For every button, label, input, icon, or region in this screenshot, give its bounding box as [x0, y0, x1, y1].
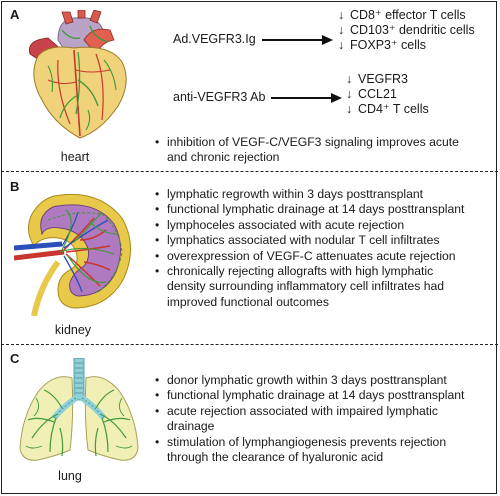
down-arrow-icon: ↓: [346, 101, 353, 116]
arrow-icon: [271, 93, 342, 103]
effects-list-1: ↓CD8⁺ effector T cells ↓CD103⁺ dendritic…: [338, 8, 475, 52]
finding-item: inhibition of VEGF-C/VEGF3 signaling imp…: [155, 135, 459, 151]
effect-item: ↓CD8⁺ effector T cells: [338, 8, 466, 22]
finding-item: acute rejection associated with impaired…: [155, 404, 464, 420]
finding-item: overexpression of VEGF-C attenuates acut…: [155, 249, 464, 265]
finding-item-continuation: through the clearance of hyaluronic acid: [167, 450, 384, 465]
finding-item: chronically rejecting allografts with hi…: [155, 264, 464, 280]
effect-item: ↓CCL21: [346, 86, 397, 101]
therapy-ad-vegfr3-ig: Ad.VEGFR3.Ig: [173, 32, 256, 46]
effect-item: ↓CD4⁺ T cells: [346, 101, 429, 116]
finding-item-continuation: density surrounding inflammatory cell in…: [167, 279, 445, 294]
kidney-label: kidney: [54, 323, 92, 337]
finding-item-continuation: drainage: [167, 419, 215, 434]
effect-item: ↓VEGFR3: [346, 72, 409, 86]
lung-illustration: [19, 358, 139, 461]
therapy-anti-vegfr3-ab: anti-VEGFR3 Ab: [173, 90, 266, 104]
panel-divider-bc: [1, 344, 498, 345]
panel-b-findings: lymphatic regrowth within 3 days posttra…: [155, 187, 464, 310]
effect-item: ↓CD103⁺ dendritic cells: [338, 22, 475, 37]
down-arrow-icon: ↓: [338, 37, 345, 52]
arrow-icon: [262, 35, 333, 45]
finding-item: functional lymphatic drainage at 14 days…: [155, 202, 464, 218]
down-arrow-icon: ↓: [338, 22, 345, 37]
panel-a-findings: inhibition of VEGF-C/VEGF3 signaling imp…: [155, 135, 459, 166]
kidney-illustration: [14, 193, 132, 316]
panel-c-findings: donor lymphatic growth within 3 days pos…: [155, 373, 464, 465]
finding-item: lymphatics associated with nodular T cel…: [155, 233, 464, 249]
finding-item-continuation: improved functional outcomes: [167, 294, 329, 309]
finding-item: donor lymphatic growth within 3 days pos…: [155, 373, 464, 389]
effects-list-2: ↓VEGFR3 ↓CCL21 ↓CD4⁺ T cells: [346, 72, 429, 116]
panel-a-letter: A: [10, 7, 20, 22]
down-arrow-icon: ↓: [338, 8, 345, 22]
finding-item-continuation: and chronic rejection: [167, 150, 280, 165]
panel-c-letter: C: [10, 351, 20, 366]
finding-item: stimulation of lymphangiogenesis prevent…: [155, 435, 464, 451]
lung-label: lung: [58, 469, 82, 483]
down-arrow-icon: ↓: [346, 72, 353, 86]
down-arrow-icon: ↓: [346, 86, 353, 101]
finding-item: lymphoceles associated with acute reject…: [155, 218, 464, 234]
panel-divider-ab: [1, 171, 498, 172]
finding-item: lymphatic regrowth within 3 days posttra…: [155, 187, 464, 203]
effect-item: ↓FOXP3⁺ cells: [338, 37, 427, 52]
panel-b-letter: B: [10, 179, 20, 194]
heart-illustration: [29, 10, 127, 139]
finding-item: functional lymphatic drainage at 14 days…: [155, 388, 464, 404]
heart-label: heart: [60, 150, 90, 164]
